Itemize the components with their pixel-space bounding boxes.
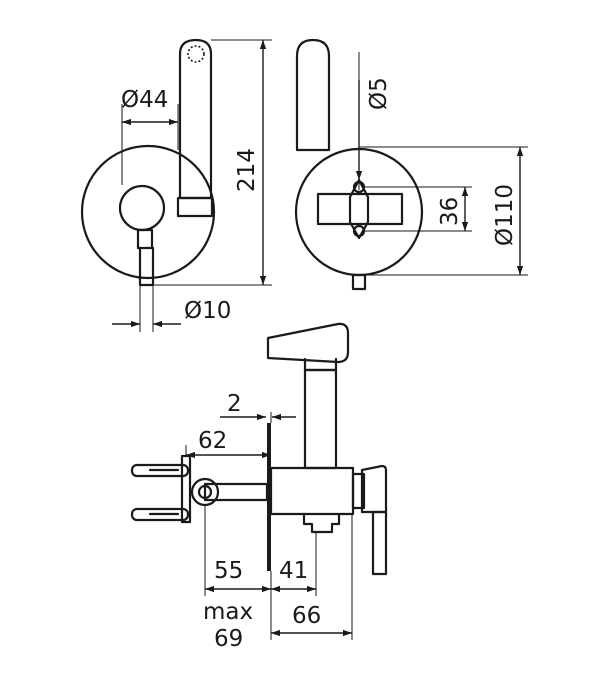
label-36: 36 <box>437 197 463 226</box>
section-view <box>130 322 388 576</box>
side-slot <box>316 192 404 226</box>
hose-outlet-front <box>136 228 154 250</box>
front-extension-lines <box>121 39 272 332</box>
label-d110: Ø110 <box>492 184 518 246</box>
label-d44: Ø44 <box>121 87 168 113</box>
wall-plate-front <box>80 144 216 280</box>
label-2: 2 <box>227 391 242 417</box>
hand-shower-side <box>295 38 331 152</box>
hand-shower-head <box>266 322 350 364</box>
section-extension-lines <box>185 412 353 640</box>
bracket-bar-bottom <box>130 507 190 522</box>
hand-shower-front <box>178 38 213 200</box>
outlet-pin-front <box>138 246 155 287</box>
bracket-bar-top <box>130 463 190 478</box>
lever <box>360 464 388 514</box>
shower-head-holes <box>187 45 205 63</box>
label-55: 55 <box>214 558 243 584</box>
lever-hub-front <box>118 184 166 232</box>
label-d5: Ø5 <box>366 77 392 110</box>
label-69: 69 <box>214 626 243 652</box>
label-max: max <box>203 599 253 625</box>
valve-cap <box>351 472 366 510</box>
label-41: 41 <box>279 558 308 584</box>
holder-bracket-front <box>176 196 214 218</box>
pipe-flange-inner <box>197 484 213 500</box>
side-outlet-pin <box>351 273 367 291</box>
valve-body <box>269 466 355 516</box>
lever-tail <box>371 510 388 576</box>
in-wall-pipe <box>203 482 269 502</box>
label-214: 214 <box>234 148 260 192</box>
outlet-nipple <box>302 512 341 534</box>
label-62: 62 <box>198 428 227 454</box>
front-view <box>80 38 216 287</box>
dimension-lines <box>112 40 524 637</box>
label-d10: Ø10 <box>184 298 231 324</box>
shower-handle <box>303 368 338 470</box>
label-66: 66 <box>292 603 321 629</box>
wall-plane <box>267 423 271 571</box>
dimension-labels: Ø44 214 Ø5 36 Ø110 Ø10 2 62 55 41 max 69… <box>121 77 518 652</box>
